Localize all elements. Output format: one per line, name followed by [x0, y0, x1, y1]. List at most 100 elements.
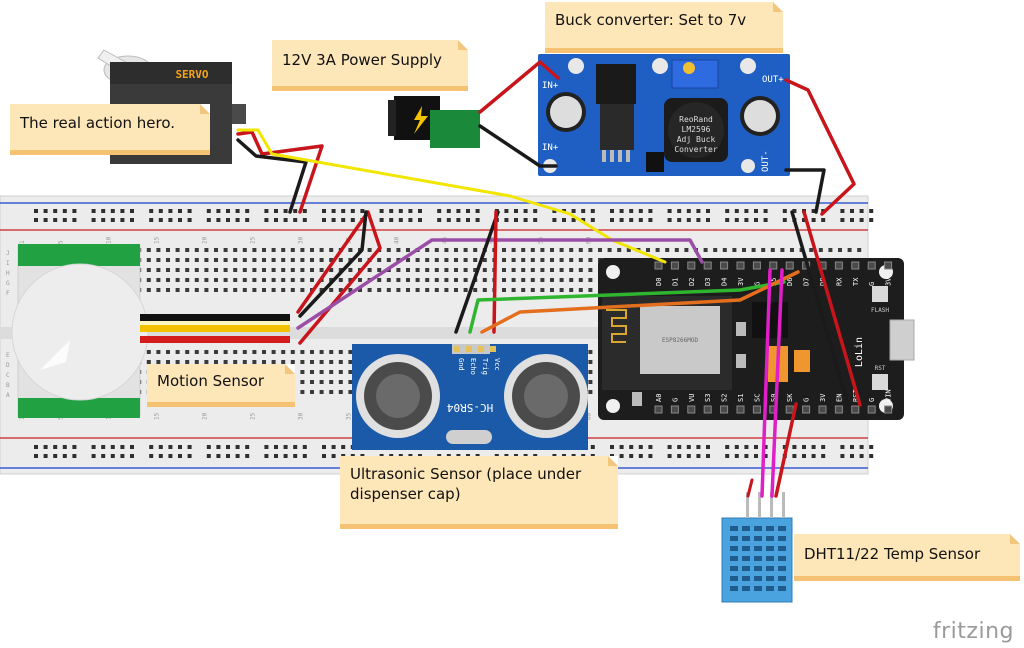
rail-hole	[850, 218, 854, 222]
nodemcu-pin-bottom	[818, 405, 827, 414]
row-letter: E	[6, 352, 10, 359]
pir-bottom-strip	[18, 398, 140, 418]
rail-hole	[110, 445, 115, 449]
grid-hole	[540, 268, 545, 272]
nodemcu-smd	[736, 354, 746, 368]
buck-mount-hole	[741, 159, 755, 173]
grid-hole	[166, 248, 170, 252]
column-number-top: 40	[393, 236, 400, 244]
rail-hole	[802, 454, 806, 458]
grid-hole	[473, 248, 478, 252]
grid-hole	[569, 258, 574, 262]
rail-hole	[686, 218, 691, 222]
rail-hole	[869, 445, 874, 449]
grid-hole	[348, 390, 353, 394]
rail-hole	[110, 209, 115, 213]
grid-hole	[281, 278, 286, 282]
rail-hole	[821, 454, 826, 458]
column-number-top: 1	[19, 240, 26, 244]
row-letter: B	[6, 382, 10, 389]
grid-hole	[348, 278, 353, 282]
grid-hole	[329, 390, 334, 394]
grid-hole	[214, 258, 218, 262]
rail-hole	[216, 209, 221, 213]
nodemcu-pin-bottom	[736, 405, 745, 414]
nodemcu-pin-label-bottom: S0	[770, 394, 778, 402]
nodemcu-pin-top	[752, 261, 761, 270]
grid-hole	[626, 248, 631, 252]
grid-hole	[530, 258, 535, 262]
rail-hole	[178, 445, 182, 449]
dht-pin	[770, 492, 773, 518]
jack-board	[430, 110, 480, 148]
grid-hole	[569, 248, 574, 252]
rail-hole	[72, 445, 77, 449]
dht-grille-slot	[730, 576, 738, 581]
ultrasonic-model: HC-SR04	[446, 401, 493, 414]
grid-hole	[146, 258, 151, 262]
grid-hole	[338, 370, 343, 374]
grid-hole	[434, 248, 439, 252]
rail-hole	[648, 454, 653, 458]
grid-hole	[463, 278, 468, 282]
grid-hole	[319, 390, 324, 394]
trimmer-screw	[683, 62, 695, 74]
rail-hole	[792, 209, 797, 213]
trimmer-potentiometer	[671, 59, 719, 89]
pir-top-strip	[18, 244, 140, 266]
pir-wire-gap	[140, 321, 290, 325]
column-number-bottom: 15	[153, 412, 160, 420]
rail-hole	[274, 218, 278, 222]
rail-hole	[763, 445, 768, 449]
grid-hole	[578, 248, 583, 252]
rail-hole	[283, 218, 288, 222]
grid-hole	[415, 258, 420, 262]
wire-vin-red	[802, 210, 862, 407]
rail-hole	[408, 209, 413, 213]
note-ultrasonic-line1: Ultrasonic Sensor (place under	[350, 465, 582, 483]
grid-hole	[271, 350, 276, 354]
rail-hole	[523, 209, 528, 213]
grid-hole	[790, 248, 794, 252]
grid-hole	[463, 248, 468, 252]
rail-hole	[648, 218, 653, 222]
flash-button[interactable]	[872, 286, 888, 302]
nodemcu-pin-label-bottom: G	[803, 398, 811, 402]
grid-hole	[290, 360, 295, 364]
rail-hole	[811, 454, 816, 458]
grid-hole	[300, 380, 305, 384]
dht-grille-slot	[730, 546, 738, 551]
nodemcu-pin-label-top: D0	[655, 278, 663, 286]
grid-hole	[242, 288, 247, 292]
grid-hole	[780, 248, 785, 252]
rail-hole	[418, 209, 422, 213]
rail-hole	[744, 209, 749, 213]
dht-grille-slot	[742, 576, 750, 581]
dht-grille-slot	[754, 556, 762, 561]
grid-hole	[281, 258, 286, 262]
grid-hole	[310, 390, 314, 394]
rail-hole	[283, 445, 288, 449]
rail-hole	[302, 454, 307, 458]
nodemcu-pin-label-top: G	[868, 282, 876, 286]
column-number-top: 10	[105, 236, 112, 244]
dht-grille-slot	[766, 546, 774, 551]
rail-hole	[821, 445, 826, 449]
grid-hole	[329, 370, 334, 374]
grid-hole	[434, 278, 439, 282]
rail-hole	[754, 454, 758, 458]
rail-hole	[734, 445, 739, 449]
rail-hole	[206, 218, 211, 222]
buck-chip-text-3: Adj Buck	[677, 135, 716, 144]
dht-grille-slot	[778, 556, 786, 561]
grid-hole	[473, 268, 478, 272]
buck-chip-text-4: Converter	[674, 145, 718, 154]
rail-hole	[552, 209, 557, 213]
rail-hole	[706, 218, 710, 222]
grid-hole	[204, 268, 209, 272]
reset-button[interactable]	[872, 374, 888, 390]
rail-hole	[456, 218, 461, 222]
pin-label-in-plus-bottom: IN+	[542, 143, 559, 153]
rail-hole	[811, 218, 816, 222]
nodemcu-pin-top	[720, 261, 729, 270]
